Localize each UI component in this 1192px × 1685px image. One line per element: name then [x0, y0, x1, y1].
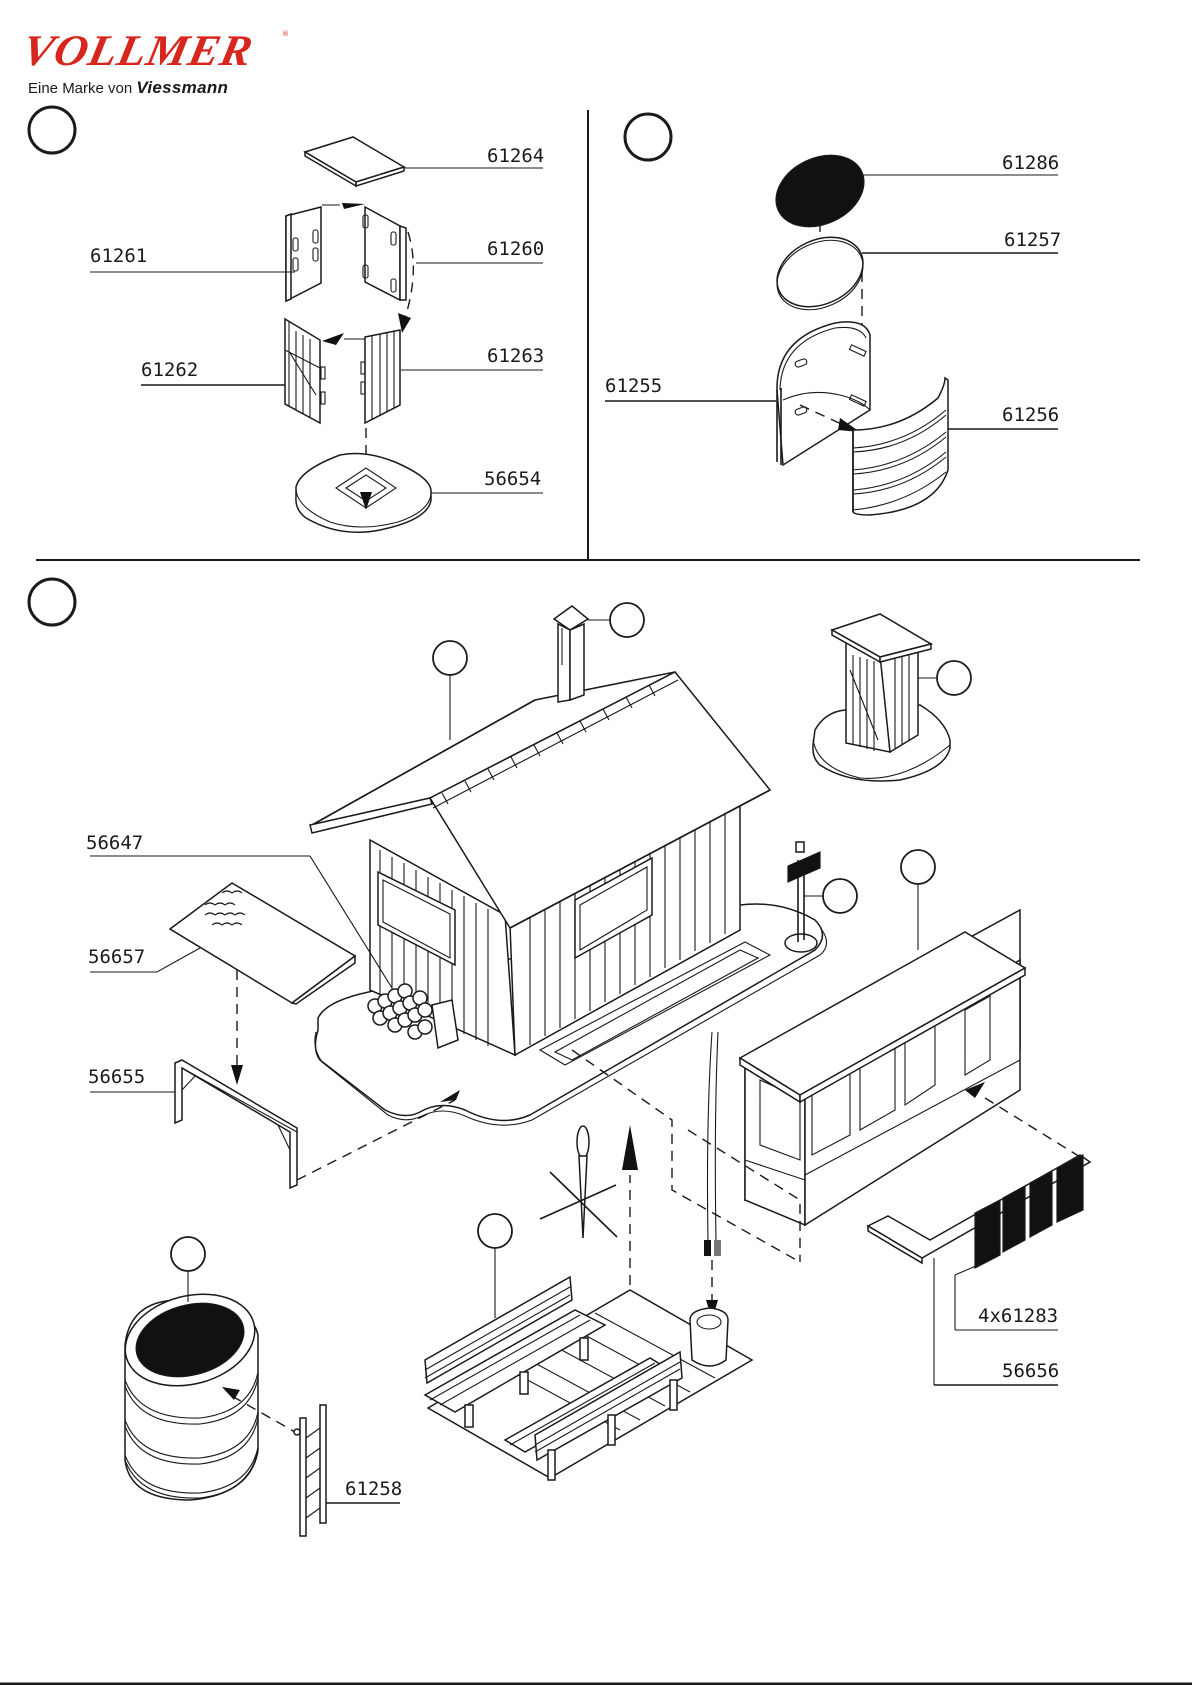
part-label-61263: 61263	[487, 345, 544, 367]
part-label-61260: 61260	[487, 238, 544, 260]
tank-lid-61257	[766, 224, 875, 323]
back-wall-61263	[361, 330, 400, 423]
callout-bench-set	[478, 1214, 512, 1248]
part-label-61261: 61261	[90, 245, 147, 267]
step-2-group: 61286 61257 61255	[605, 142, 1061, 515]
callout-house-roof	[433, 641, 467, 675]
wall-61261	[286, 207, 321, 301]
part-label-61255: 61255	[605, 375, 662, 397]
torch-not-included-mark	[540, 1126, 617, 1238]
part-label-56656: 56656	[1002, 1360, 1059, 1382]
part-label-56654: 56654	[484, 468, 541, 490]
counter-and-supports	[868, 1155, 1090, 1268]
callout-water-tank	[171, 1237, 205, 1271]
part-label-56647: 56647	[86, 832, 143, 854]
shelter-roof-56657	[170, 883, 355, 1004]
callout-kiosk	[901, 850, 935, 884]
step-1-circle	[29, 107, 75, 153]
step-1-group: 61264 61261 61260	[90, 137, 544, 532]
part-label-61256: 61256	[1002, 404, 1059, 426]
base-plate-56654	[296, 454, 431, 533]
water-tank-assembled	[115, 1280, 265, 1500]
bench-set	[425, 1277, 752, 1480]
callout-outhouse	[937, 661, 971, 695]
step-3-group: 56647	[86, 603, 1090, 1536]
part-label-56657: 56657	[88, 946, 145, 968]
chimney	[554, 606, 588, 702]
part-label-4x61283: 4x61283	[978, 1305, 1058, 1327]
step-3-circle	[29, 579, 75, 625]
part-label-61286: 61286	[1002, 152, 1059, 174]
part-label-61264: 61264	[487, 145, 544, 167]
callout-sign-post	[823, 879, 857, 913]
part-label-61258: 61258	[345, 1478, 402, 1500]
door-wall-61262	[285, 319, 325, 423]
outhouse-assembled	[813, 614, 950, 781]
plug-grey	[714, 1240, 721, 1256]
part-label-56655: 56655	[88, 1066, 145, 1088]
part-label-61257: 61257	[1004, 229, 1061, 251]
roof-plate-61264	[305, 137, 404, 186]
plug-black	[704, 1240, 711, 1256]
callout-chimney	[610, 603, 644, 637]
part-label-61262: 61262	[141, 359, 198, 381]
wall-61260	[363, 207, 406, 300]
ladder-61258	[294, 1405, 326, 1536]
step-2-circle	[625, 114, 671, 160]
